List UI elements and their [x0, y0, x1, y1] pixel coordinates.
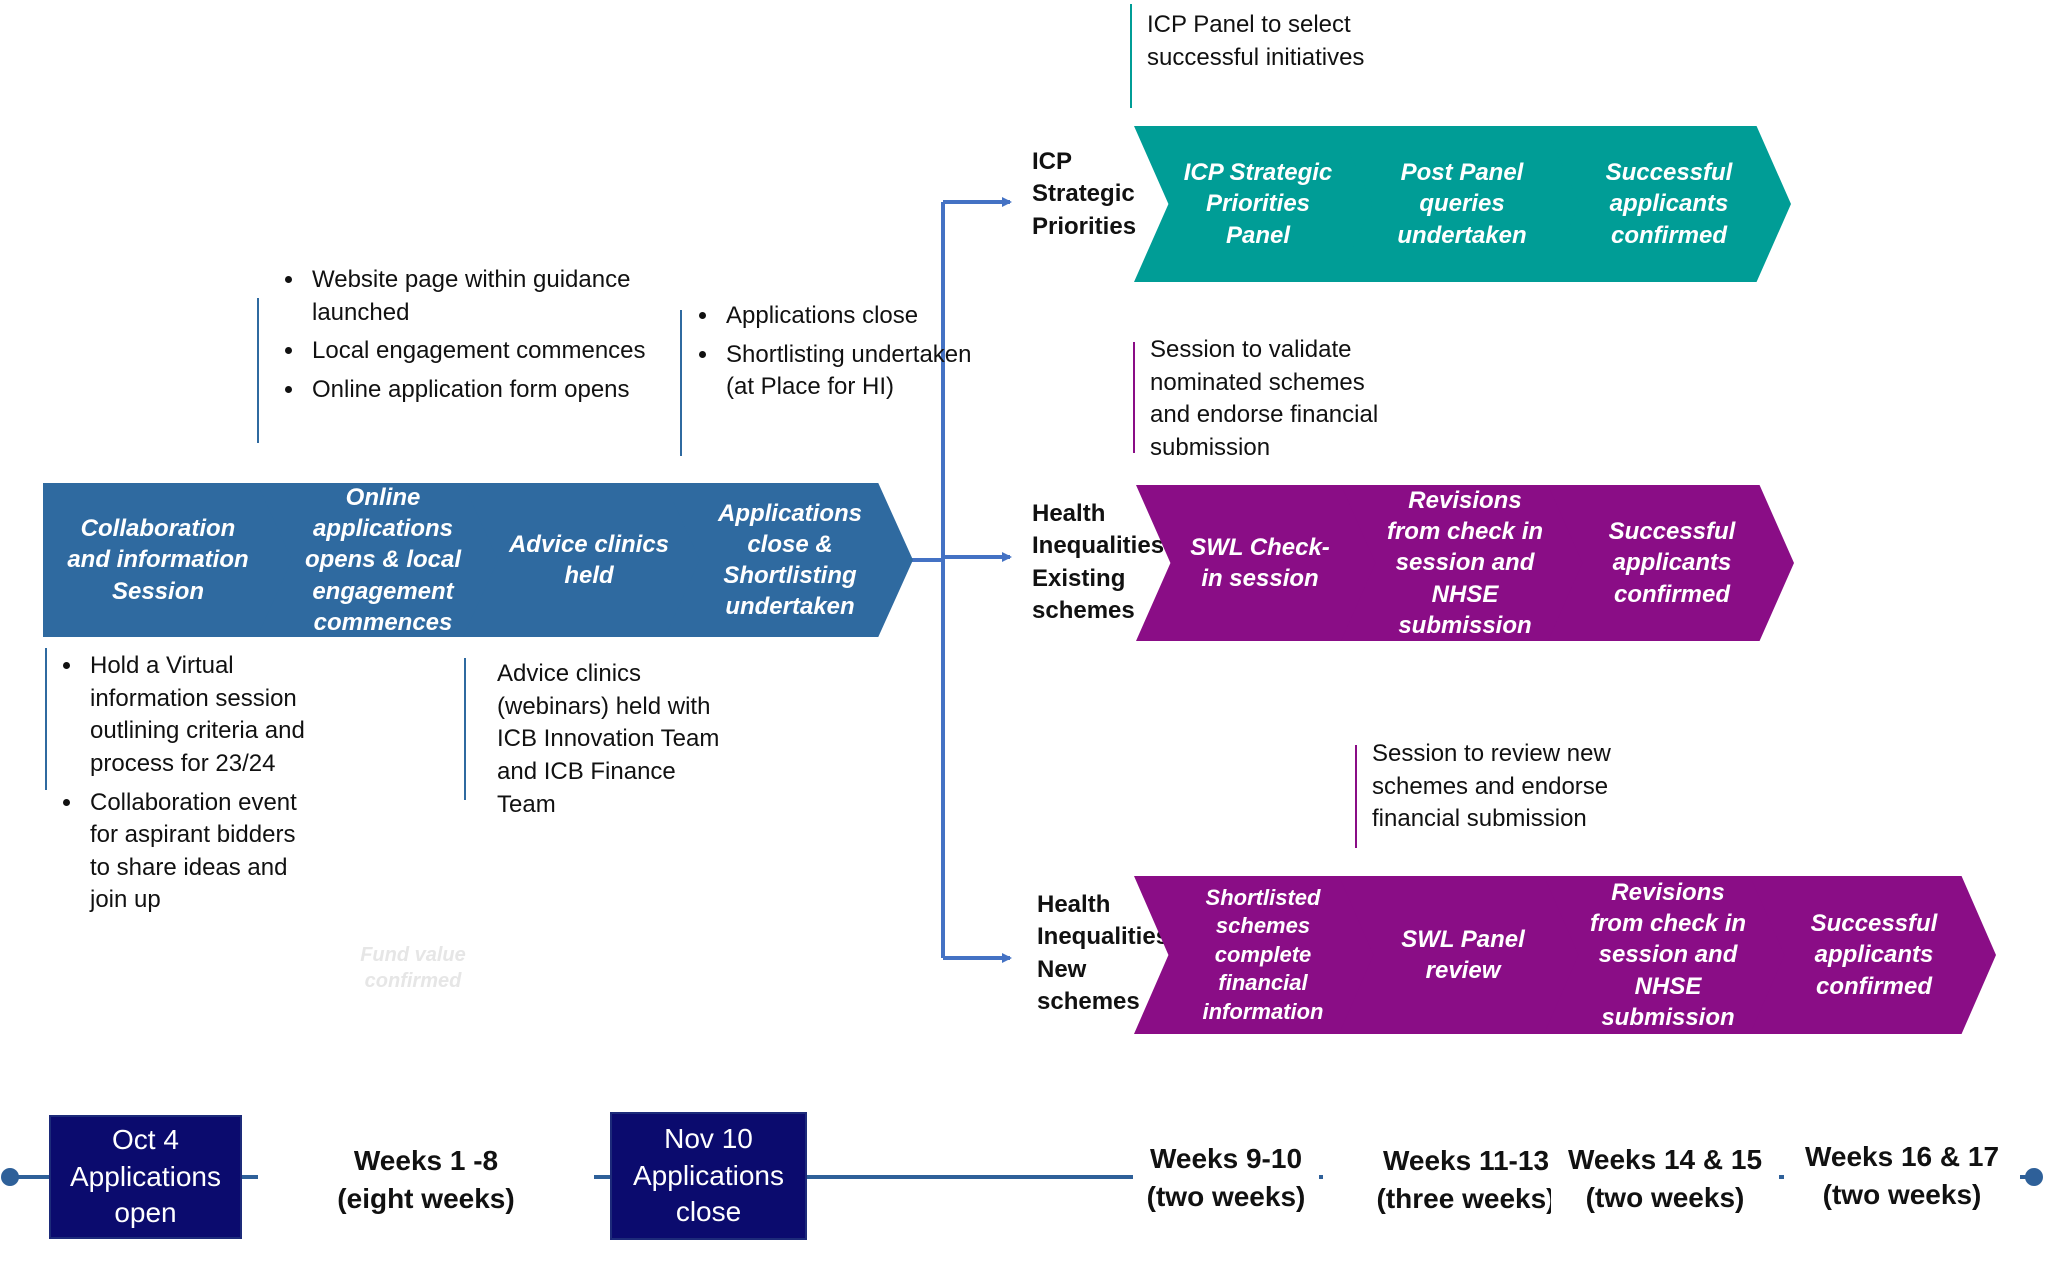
- note-item: Website page within guidance launched: [306, 264, 706, 329]
- timeline-end-dot: [2025, 1168, 2043, 1186]
- icp-step-1: ICP Strategic Priorities Panel: [1134, 126, 1380, 282]
- track-label-hi-existing: Health Inequalities Existing schemes: [1032, 500, 1165, 625]
- period-weeks-16-17: Weeks 16 & 17 (two weeks): [1784, 1138, 2020, 1214]
- hi-new-step-3: Revisions from check in session and NHSE…: [1544, 876, 1790, 1034]
- virtual-session-notes: Hold a Virtual information session outli…: [50, 650, 319, 923]
- icp-panel-note: ICP Panel to select successful initiativ…: [1147, 11, 1365, 71]
- icp-step-2: Post Panel queries undertaken: [1338, 126, 1584, 282]
- main-step-2: Online applications opens & local engage…: [257, 483, 507, 637]
- track-label-icp: ICP Strategic Priorities: [1032, 148, 1137, 240]
- period-weeks-14-15: Weeks 14 & 15 (two weeks): [1551, 1141, 1779, 1217]
- hi-existing-step-1: SWL Check-in session: [1136, 485, 1382, 641]
- advice-clinics-note: Advice clinics (webinars) held with ICB …: [497, 660, 720, 818]
- period-weeks-9-10: Weeks 9-10 (two weeks): [1133, 1140, 1319, 1216]
- validate-session-note: Session to validate nominated schemes an…: [1150, 336, 1379, 461]
- main-step-4: Applications close & Shortlisting undert…: [665, 483, 913, 637]
- note-item: Hold a Virtual information session outli…: [84, 650, 319, 781]
- fund-value-ghost-text: Fund value confirmed: [360, 944, 466, 992]
- track-label-hi-new: Health Inequalities New schemes: [1037, 891, 1170, 1016]
- review-session-note: Session to review new schemes and endors…: [1372, 740, 1611, 833]
- note-item: Applications close: [720, 300, 980, 333]
- note-item: Shortlisting undertaken (at Place for HI…: [720, 339, 980, 404]
- main-step-1: Collaboration and information Session: [43, 483, 297, 637]
- hi-existing-step-2: Revisions from check in session and NHSE…: [1341, 485, 1587, 641]
- note-item: Local engagement commences: [306, 335, 706, 368]
- hi-new-step-1: Shortlisted schemes complete financial i…: [1134, 876, 1380, 1034]
- milestone-applications-open: Oct 4 Applications open: [49, 1115, 242, 1239]
- period-weeks-1-8: Weeks 1 -8 (eight weeks): [258, 1142, 594, 1218]
- timeline-start-dot: [1, 1168, 19, 1186]
- hi-new-step-4: Successful applicants confirmed: [1750, 876, 1996, 1034]
- main-step-3: Advice clinics held: [463, 483, 713, 637]
- icp-step-3: Successful applicants confirmed: [1545, 126, 1791, 282]
- note-item: Collaboration event for aspirant bidders…: [84, 787, 319, 918]
- milestone-applications-close: Nov 10 Applications close: [610, 1112, 807, 1240]
- hi-existing-step-3: Successful applicants confirmed: [1548, 485, 1794, 641]
- website-notes: Website page within guidance launched Lo…: [272, 264, 706, 413]
- applications-notes: Applications close Shortlisting undertak…: [686, 300, 980, 410]
- hi-new-step-2: SWL Panel review: [1339, 876, 1585, 1034]
- note-item: Online application form opens: [306, 374, 706, 407]
